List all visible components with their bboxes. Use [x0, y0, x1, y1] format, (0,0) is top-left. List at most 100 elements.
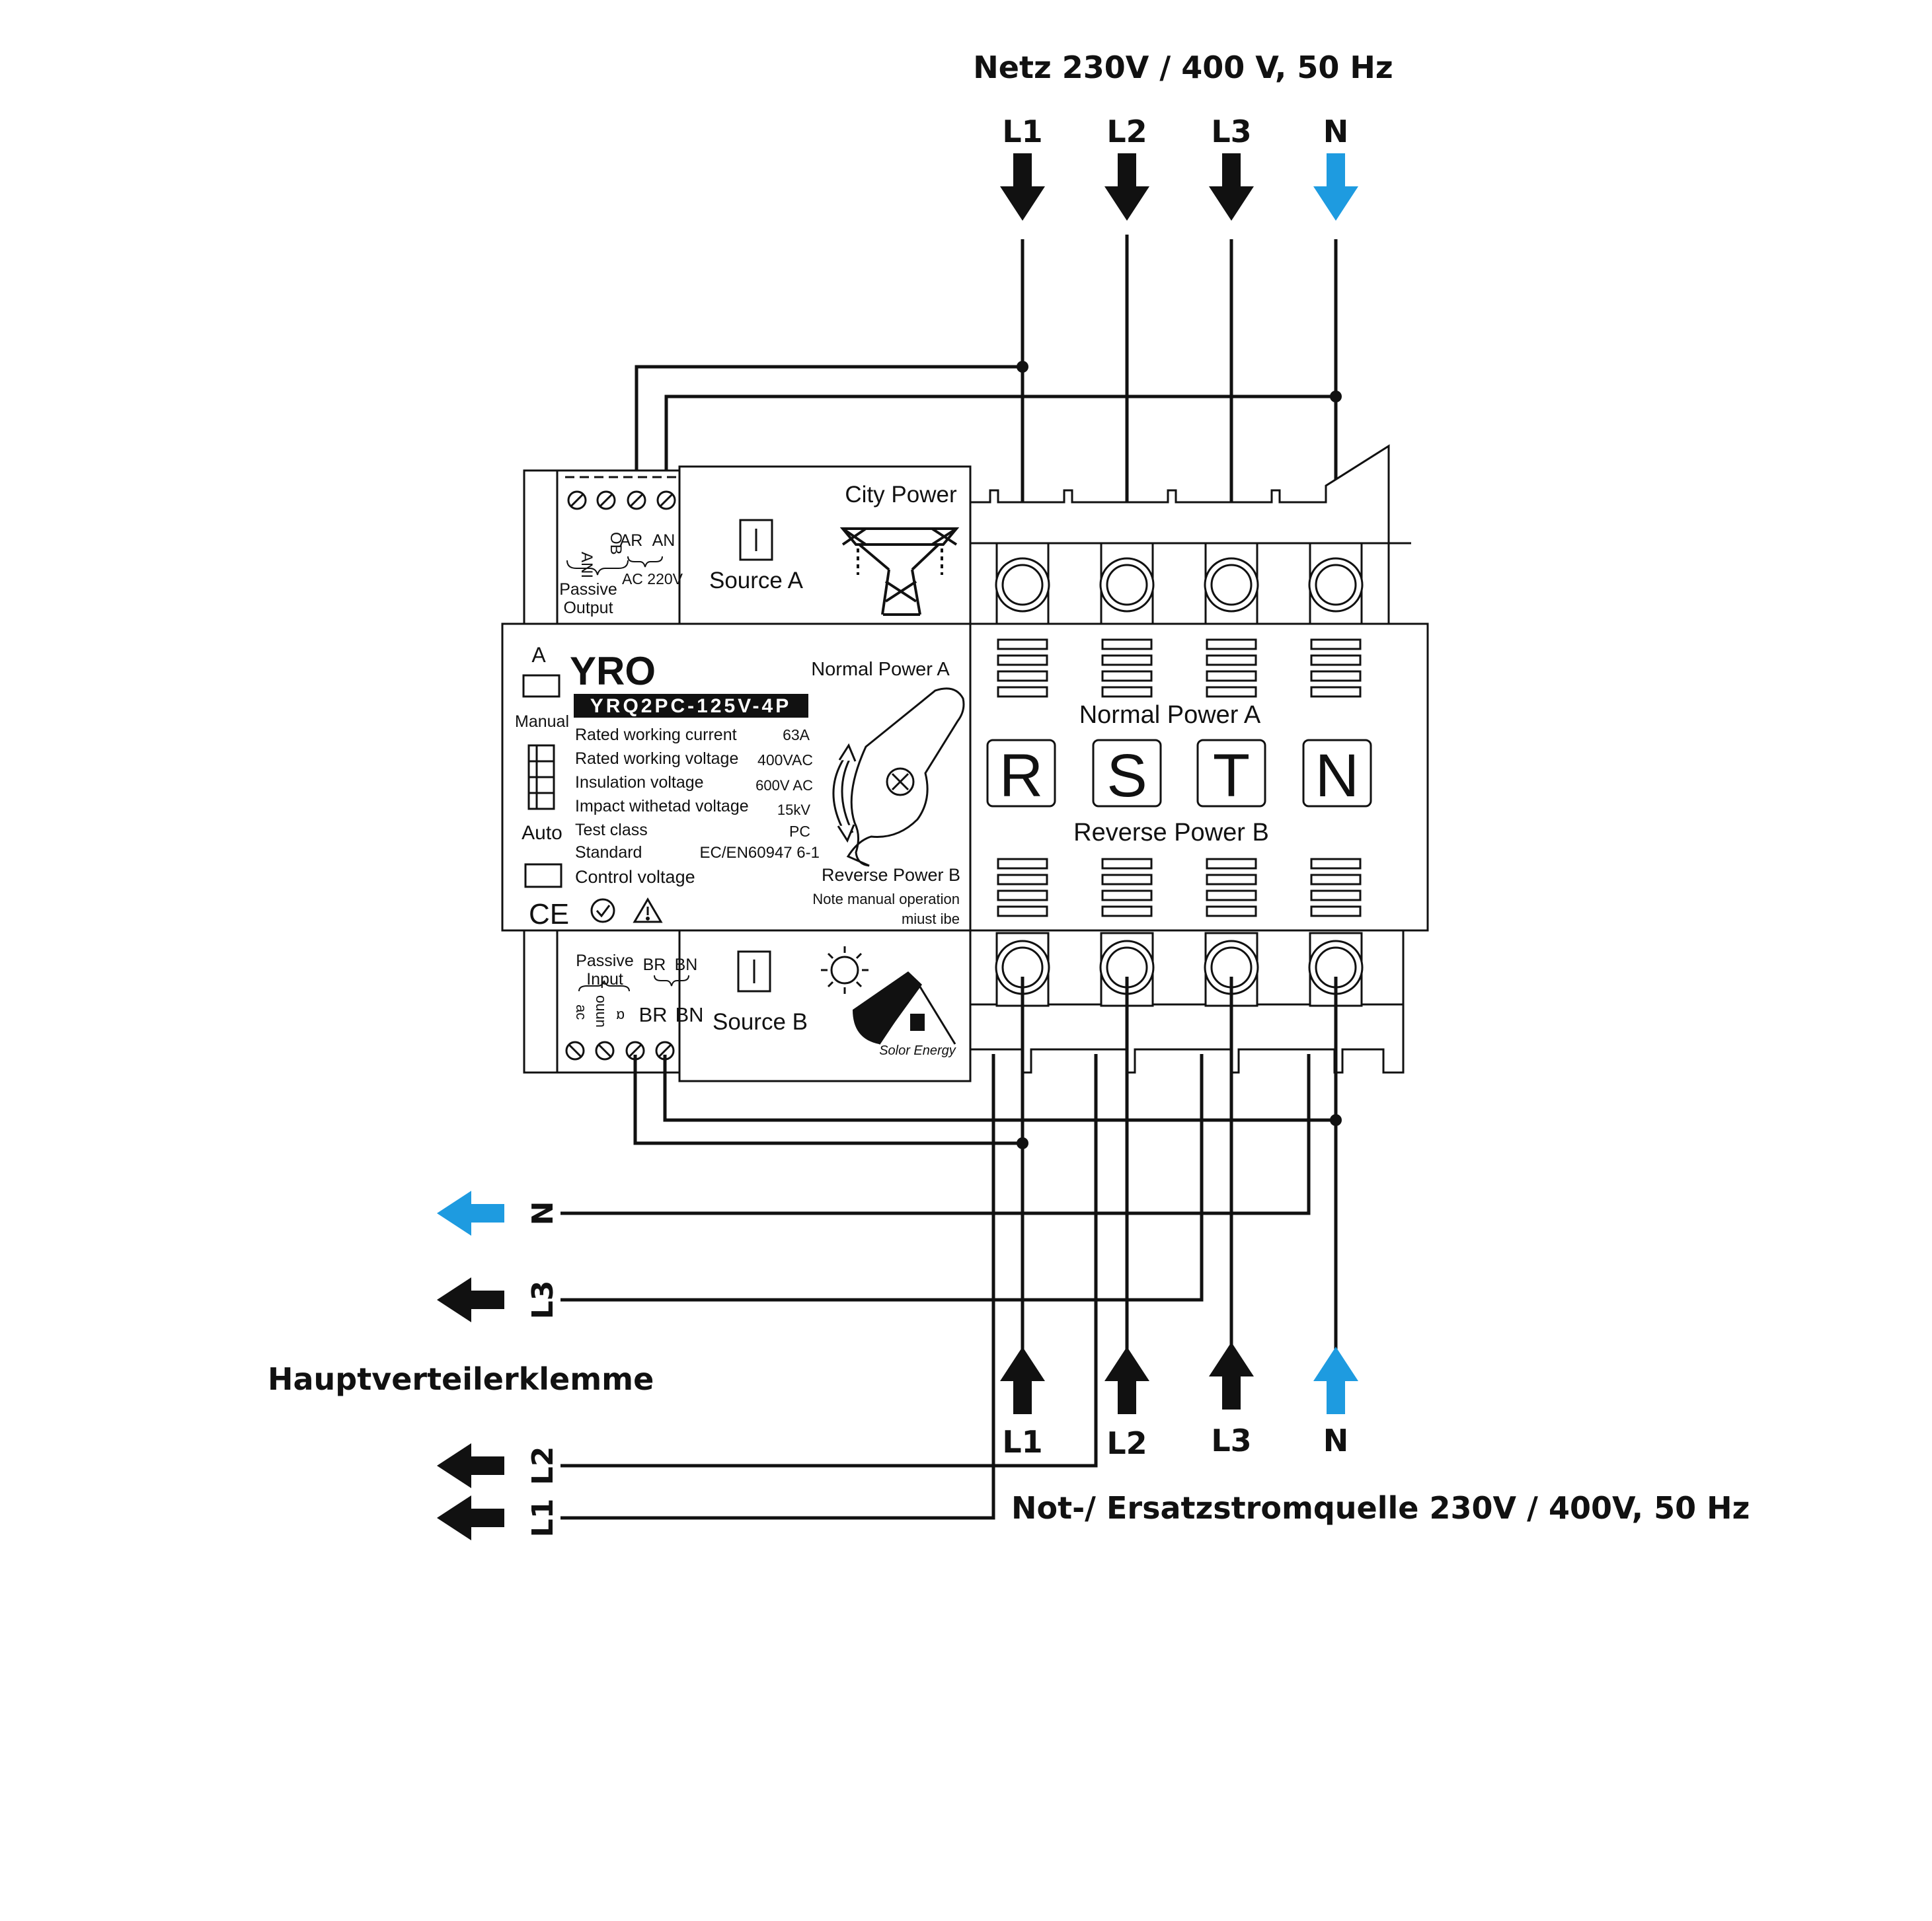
phase-letter-r: R	[999, 742, 1043, 810]
mains-label-n: N	[1323, 114, 1349, 149]
normal-power-a-right-label: Normal Power A	[1079, 701, 1261, 729]
brace-icon	[566, 560, 629, 576]
warning-icon	[633, 897, 663, 923]
output-label-l3: L3	[526, 1281, 560, 1320]
spec-list: Rated working current 63A Rated working …	[575, 726, 820, 887]
control-terminals-top	[565, 476, 677, 510]
backup-label-n: N	[1323, 1423, 1349, 1458]
spec-label: Standard	[575, 843, 642, 862]
brace-icon	[578, 980, 630, 992]
arrow-up-icon	[1209, 1342, 1254, 1410]
power-tower-icon	[839, 527, 960, 616]
spec-label: Insulation voltage	[575, 773, 704, 792]
terminal-label-bn-small: BN	[675, 956, 698, 974]
passive-output-line1: Passive	[559, 580, 617, 599]
terminal-label-ouun: ouun	[593, 995, 609, 1028]
mode-auto-indicator	[524, 863, 562, 888]
arrow-up-icon	[1104, 1347, 1149, 1414]
spec-value: PC	[789, 823, 810, 840]
arrow-down-icon	[1104, 153, 1149, 221]
backup-label-l3: L3	[1211, 1423, 1251, 1458]
arrow-left-icon	[437, 1443, 504, 1488]
arrow-left-icon	[437, 1191, 504, 1236]
spec-value: 600V AC	[755, 777, 813, 794]
mains-label-l1: L1	[1002, 114, 1042, 149]
arrow-left-icon	[437, 1277, 504, 1322]
solar-label: Solor Energy	[879, 1043, 956, 1058]
spec-label: Test class	[575, 821, 648, 839]
mains-wiring	[635, 235, 1338, 582]
terminal-label-ob: OB	[607, 532, 625, 555]
terminal-label-ac: ac	[573, 1004, 590, 1020]
backup-arrows	[1000, 1342, 1358, 1414]
brace-icon	[654, 975, 689, 987]
rotate-arrows-icon	[832, 743, 857, 843]
source-b-label: Source B	[713, 1009, 808, 1035]
backup-label-l1: L1	[1002, 1424, 1042, 1460]
spec-value: 63A	[783, 726, 810, 743]
arrow-up-icon	[1000, 1347, 1045, 1414]
backup-and-output-wiring	[560, 977, 1338, 1520]
solar-house-icon	[821, 946, 956, 1045]
arrow-left-icon	[437, 1495, 504, 1540]
brand-logo: YRO	[570, 649, 656, 693]
mains-label-l2: L2	[1106, 114, 1147, 149]
output-label-l1: L1	[526, 1499, 560, 1538]
terminal-label-br: BR	[638, 1003, 667, 1026]
output-label-l2: L2	[526, 1447, 560, 1486]
rotary-handle[interactable]	[846, 687, 965, 867]
terminal-label-br-small: BR	[643, 956, 666, 974]
spec-label: Rated working voltage	[575, 749, 738, 768]
terminal-label-ani: ANI	[578, 552, 596, 578]
source-a-label: Source A	[709, 568, 804, 593]
junction-dot	[1330, 1114, 1342, 1126]
passive-input-line1: Passive	[576, 952, 634, 970]
phase-letter-n: N	[1315, 742, 1359, 810]
terminal-label-alpha: α	[616, 1008, 625, 1024]
arrow-down-icon	[1313, 153, 1358, 221]
check-mark-icon	[590, 898, 615, 923]
junction-dot	[1330, 391, 1342, 402]
note-line2: miust ibe	[902, 911, 960, 927]
control-terminals-bottom	[565, 1041, 675, 1061]
mode-auto-label: Auto	[522, 822, 562, 844]
top-voltage-label: AC 220V	[622, 570, 683, 587]
mains-arrows	[1000, 153, 1358, 221]
spec-label: Impact withetad voltage	[575, 797, 749, 815]
terminal-label-an: AN	[652, 531, 676, 550]
arrow-down-icon	[1209, 153, 1254, 221]
reverse-power-b-label: Reverse Power B	[822, 865, 960, 885]
upper-power-terminals	[995, 542, 1364, 625]
city-power-label: City Power	[845, 482, 957, 508]
spec-value: EC/EN60947 6-1	[700, 844, 820, 862]
phase-letter-s: S	[1106, 742, 1147, 810]
junction-dot	[1017, 361, 1028, 373]
arrow-down-icon	[1000, 153, 1045, 221]
mode-a-label: A	[531, 643, 546, 667]
spec-label: Rated working current	[575, 726, 737, 744]
mains-title: Netz 230V / 400 V, 50 Hz	[973, 50, 1393, 85]
spec-label: Control voltage	[575, 867, 695, 887]
distribution-label: Hauptverteilerklemme	[268, 1361, 654, 1397]
normal-power-a-label: Normal Power A	[811, 659, 950, 680]
backup-label-l2: L2	[1106, 1425, 1147, 1461]
phase-letter-boxes	[986, 739, 1372, 808]
spec-value: 15kV	[777, 802, 810, 818]
reverse-power-b-right-label: Reverse Power B	[1073, 819, 1269, 847]
note-line1: Note manual operation	[812, 891, 960, 907]
terminal-label-bn: BN	[675, 1003, 703, 1026]
mains-label-l3: L3	[1211, 114, 1251, 149]
vent-slots	[997, 638, 1362, 917]
brace-icon	[627, 556, 663, 568]
mode-selector-slider	[527, 744, 555, 810]
backup-title: Not-/ Ersatzstromquelle 230V / 400V, 50 …	[1011, 1490, 1750, 1526]
model-badge	[574, 694, 808, 718]
model-label: YRQ2PC-125V-4P	[590, 695, 791, 717]
mode-a-indicator	[522, 674, 560, 698]
phase-letter-t: T	[1213, 742, 1250, 810]
mode-manual-label: Manual	[515, 712, 569, 731]
terminal-label-ar: AR	[620, 531, 643, 550]
ce-mark: CE	[529, 898, 569, 930]
